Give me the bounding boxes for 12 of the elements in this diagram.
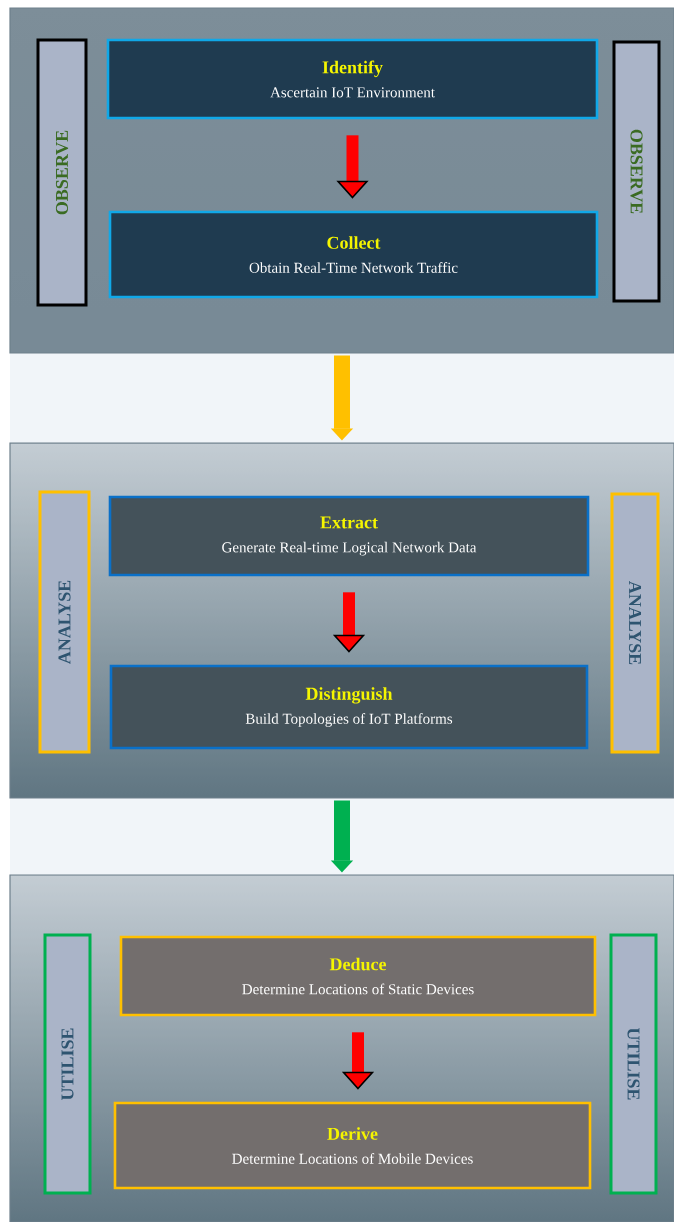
side-label-bar: UTILISE xyxy=(609,933,658,1195)
step-box: Identify Ascertain IoT Environment xyxy=(106,38,599,120)
step-box: Extract Generate Real-time Logical Network Data xyxy=(108,495,590,577)
step-box: Derive Determine Locations of Mobile Devices xyxy=(113,1101,592,1190)
side-label-bar: UTILISE xyxy=(43,933,92,1195)
side-label-bar: ANALYSE xyxy=(38,490,91,754)
step-box: Deduce Determine Locations of Static Devices xyxy=(119,935,597,1017)
side-label-bar: OBSERVE xyxy=(612,40,661,303)
step-box: Collect Obtain Real-Time Network Traffic xyxy=(108,210,599,299)
side-label-bar: OBSERVE xyxy=(36,38,88,307)
side-label-bar: ANALYSE xyxy=(610,492,660,754)
step-box: Distinguish Build Topologies of IoT Platforms xyxy=(109,664,589,750)
